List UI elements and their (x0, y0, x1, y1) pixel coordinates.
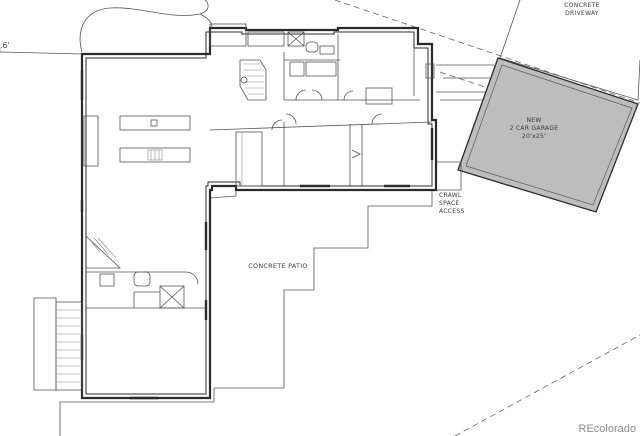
watermark: REcolorado (579, 423, 636, 435)
crawl-label-line2: SPACE (439, 200, 460, 207)
garage-label-line1: NEW (526, 117, 541, 124)
breezeway (436, 64, 494, 101)
stairs (239, 59, 267, 101)
crawl-space-access: CRAWL SPACE ACCESS (439, 192, 465, 215)
west-steps (33, 297, 83, 391)
crawl-label-line3: ACCESS (439, 208, 465, 215)
landscape-bed (79, 0, 213, 53)
concrete-patio: CONCRETE PATIO (59, 161, 462, 436)
driveway-label-line2: DRIVEWAY (565, 10, 599, 17)
kitchen (83, 115, 191, 167)
middle-bedrooms (209, 113, 433, 187)
patio-label: CONCRETE PATIO (248, 262, 308, 270)
garage-label-line3: 20'x25' (522, 133, 546, 140)
driveway-label-line1: CONCRETE (564, 2, 599, 9)
house-walls (80, 26, 438, 400)
dimension-label: .6' (0, 41, 10, 50)
garage-label-line2: 2 CAR GARAGE (510, 125, 559, 132)
southwest-suite (85, 235, 206, 309)
crawl-label-line1: CRAWL (439, 192, 462, 199)
concrete-driveway: CONCRETE DRIVEWAY (499, 0, 640, 101)
garage: NEW 2 CAR GARAGE 20'x25' (457, 57, 639, 213)
north-rooms (209, 23, 435, 105)
